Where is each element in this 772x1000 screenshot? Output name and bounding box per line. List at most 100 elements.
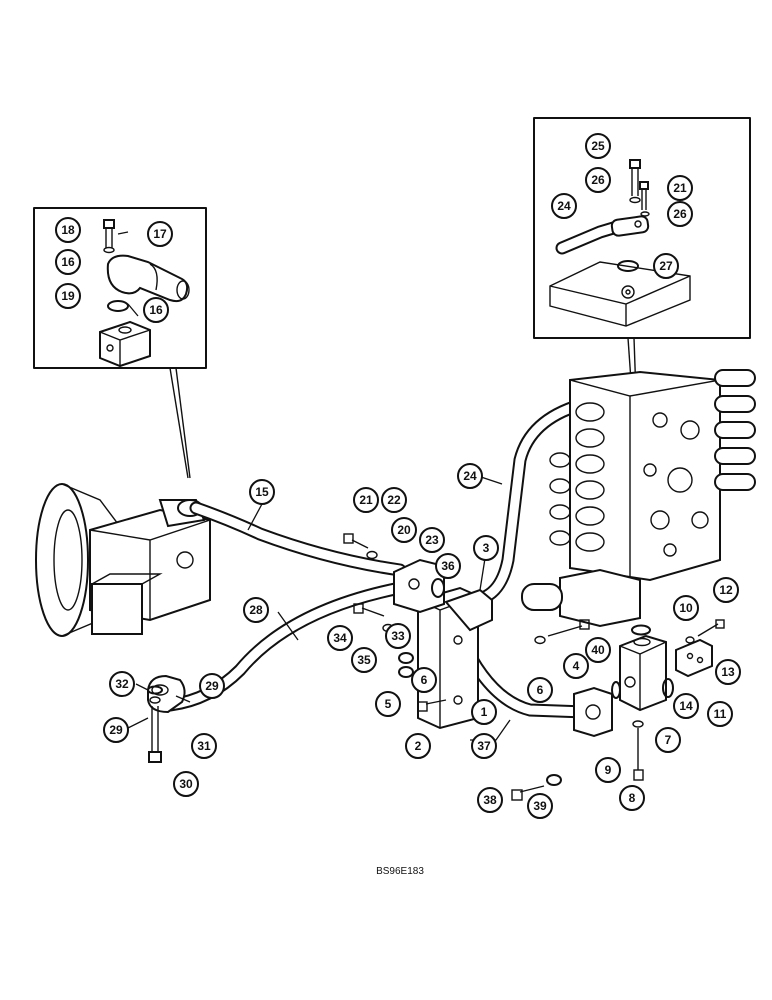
callout-39: 39 bbox=[527, 793, 553, 819]
svg-text:27: 27 bbox=[659, 259, 673, 273]
svg-text:12: 12 bbox=[719, 583, 733, 597]
callout-29b: 29 bbox=[103, 717, 129, 743]
svg-text:8: 8 bbox=[629, 791, 636, 805]
callout-23: 23 bbox=[419, 527, 445, 553]
callout-36: 36 bbox=[435, 553, 461, 579]
callout-6b: 6 bbox=[527, 677, 553, 703]
callout-13: 13 bbox=[715, 659, 741, 685]
callout-29a: 29 bbox=[199, 673, 225, 699]
callout-5: 5 bbox=[375, 691, 401, 717]
svg-text:18: 18 bbox=[61, 223, 75, 237]
swing-motor bbox=[35, 483, 211, 637]
callout-21a: 21 bbox=[353, 487, 379, 513]
inset-detail-left bbox=[33, 207, 207, 479]
svg-text:35: 35 bbox=[357, 653, 371, 667]
svg-text:19: 19 bbox=[61, 289, 75, 303]
callout-40: 40 bbox=[585, 637, 611, 663]
hose-15 bbox=[189, 501, 407, 577]
callout-31: 31 bbox=[191, 733, 217, 759]
callout-34: 34 bbox=[327, 625, 353, 651]
callout-27: 27 bbox=[653, 253, 679, 279]
svg-text:4: 4 bbox=[573, 659, 580, 673]
callout-6a: 6 bbox=[411, 667, 437, 693]
svg-text:29: 29 bbox=[109, 723, 123, 737]
svg-text:31: 31 bbox=[197, 739, 211, 753]
svg-text:5: 5 bbox=[385, 697, 392, 711]
callout-11: 11 bbox=[707, 701, 733, 727]
callout-25: 25 bbox=[585, 133, 611, 159]
svg-text:6: 6 bbox=[421, 673, 428, 687]
svg-text:24: 24 bbox=[463, 469, 477, 483]
callout-30: 30 bbox=[173, 771, 199, 797]
callout-14: 14 bbox=[673, 693, 699, 719]
callout-38: 38 bbox=[477, 787, 503, 813]
svg-text:26: 26 bbox=[591, 173, 605, 187]
svg-text:34: 34 bbox=[333, 631, 347, 645]
callout-16b: 16 bbox=[143, 297, 169, 323]
svg-text:17: 17 bbox=[153, 227, 167, 241]
svg-text:9: 9 bbox=[605, 763, 612, 777]
callout-32: 32 bbox=[109, 671, 135, 697]
callout-15: 15 bbox=[249, 479, 275, 505]
callout-28: 28 bbox=[243, 597, 269, 623]
svg-text:25: 25 bbox=[591, 139, 605, 153]
svg-text:13: 13 bbox=[721, 665, 735, 679]
svg-text:30: 30 bbox=[179, 777, 193, 791]
hose-28 bbox=[163, 581, 407, 712]
callout-33: 33 bbox=[385, 623, 411, 649]
callout-7: 7 bbox=[655, 727, 681, 753]
svg-text:39: 39 bbox=[533, 799, 547, 813]
svg-text:15: 15 bbox=[255, 485, 269, 499]
svg-text:20: 20 bbox=[397, 523, 411, 537]
callout-37: 37 bbox=[471, 733, 497, 759]
svg-text:40: 40 bbox=[591, 643, 605, 657]
hose-24 bbox=[463, 393, 647, 607]
svg-text:32: 32 bbox=[115, 677, 129, 691]
callout-20: 20 bbox=[391, 517, 417, 543]
svg-text:3: 3 bbox=[483, 541, 490, 555]
callout-labels: 1 2 3 4 5 6 6 7 8 9 10 11 12 13 14 15 16… bbox=[55, 133, 741, 819]
callout-22: 22 bbox=[381, 487, 407, 513]
callout-8: 8 bbox=[619, 785, 645, 811]
callout-10: 10 bbox=[673, 595, 699, 621]
callout-17: 17 bbox=[147, 221, 173, 247]
svg-text:37: 37 bbox=[477, 739, 491, 753]
svg-text:14: 14 bbox=[679, 699, 693, 713]
svg-text:38: 38 bbox=[483, 793, 497, 807]
relief-valve-group bbox=[573, 619, 725, 781]
svg-text:23: 23 bbox=[425, 533, 439, 547]
svg-text:16: 16 bbox=[149, 303, 163, 317]
callout-12: 12 bbox=[713, 577, 739, 603]
svg-text:22: 22 bbox=[387, 493, 401, 507]
figure-reference-code: BS96E183 bbox=[376, 866, 424, 877]
svg-text:11: 11 bbox=[714, 707, 727, 721]
callout-4: 4 bbox=[563, 653, 589, 679]
callout-2: 2 bbox=[405, 733, 431, 759]
svg-text:24: 24 bbox=[557, 199, 571, 213]
svg-text:21: 21 bbox=[359, 493, 373, 507]
lower-elbow-fitting bbox=[147, 674, 186, 763]
svg-text:16: 16 bbox=[61, 255, 75, 269]
svg-text:7: 7 bbox=[665, 733, 672, 747]
callout-26a: 26 bbox=[585, 167, 611, 193]
callout-18: 18 bbox=[55, 217, 81, 243]
callout-24a: 24 bbox=[551, 193, 577, 219]
svg-text:26: 26 bbox=[673, 207, 687, 221]
callout-1: 1 bbox=[471, 699, 497, 725]
callout-26b: 26 bbox=[667, 201, 693, 227]
svg-text:6: 6 bbox=[537, 683, 544, 697]
svg-text:28: 28 bbox=[249, 603, 263, 617]
control-valve bbox=[521, 369, 756, 628]
callout-9: 9 bbox=[595, 757, 621, 783]
svg-text:29: 29 bbox=[205, 679, 219, 693]
manifold-block bbox=[343, 533, 590, 801]
callout-24b: 24 bbox=[457, 463, 483, 489]
svg-text:10: 10 bbox=[679, 601, 693, 615]
callout-35: 35 bbox=[351, 647, 377, 673]
callout-21b: 21 bbox=[667, 175, 693, 201]
svg-text:33: 33 bbox=[391, 629, 405, 643]
callout-3: 3 bbox=[473, 535, 499, 561]
svg-text:36: 36 bbox=[441, 559, 455, 573]
svg-text:1: 1 bbox=[481, 705, 488, 719]
callout-16a: 16 bbox=[55, 249, 81, 275]
